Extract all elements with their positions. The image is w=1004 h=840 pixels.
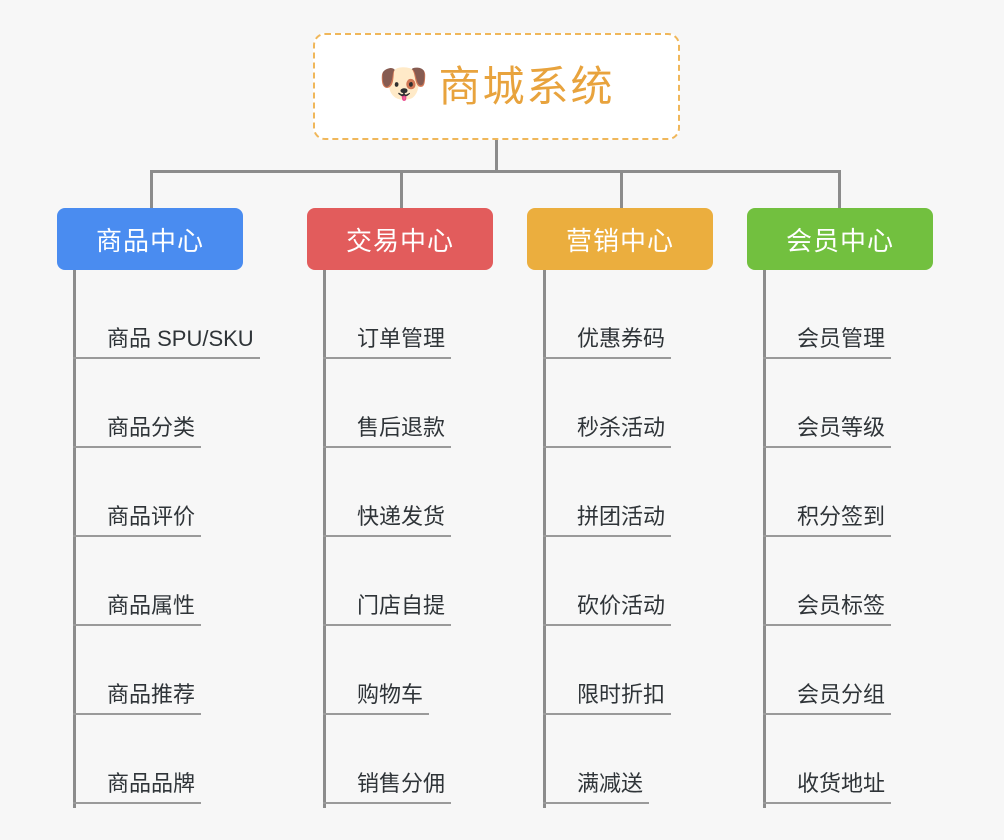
leaf-item[interactable]: 拼团活动 — [543, 448, 672, 537]
leaf-label: 会员管理 — [763, 326, 892, 359]
leaf-item[interactable]: 商品 SPU/SKU — [73, 270, 260, 359]
leaf-label: 会员等级 — [763, 415, 892, 448]
leaf-label: 砍价活动 — [543, 593, 672, 626]
leaf-item[interactable]: 商品推荐 — [73, 626, 260, 715]
leaf-item[interactable]: 售后退款 — [323, 359, 452, 448]
leaf-label: 快递发货 — [323, 504, 452, 537]
category-label: 会员中心 — [785, 225, 894, 256]
category-box-marketing-center[interactable]: 营销中心 — [527, 208, 713, 270]
spine-product-center — [73, 270, 76, 808]
leaf-label: 商品 SPU/SKU — [73, 326, 260, 359]
spine-marketing-center — [543, 270, 546, 808]
leaf-item[interactable]: 优惠券码 — [543, 270, 672, 359]
leaf-item[interactable]: 会员管理 — [763, 270, 892, 359]
leaf-item[interactable]: 商品属性 — [73, 537, 260, 626]
leaf-list-trade-center: 订单管理售后退款快递发货门店自提购物车销售分佣 — [323, 270, 452, 804]
category-box-member-center[interactable]: 会员中心 — [747, 208, 933, 270]
leaf-item[interactable]: 快递发货 — [323, 448, 452, 537]
leaf-label: 商品品牌 — [73, 771, 202, 804]
connector-root-vertical — [495, 140, 498, 172]
spine-trade-center — [323, 270, 326, 808]
leaf-label: 收货地址 — [763, 771, 892, 804]
leaf-label: 会员分组 — [763, 682, 892, 715]
leaf-item[interactable]: 限时折扣 — [543, 626, 672, 715]
leaf-label: 商品评价 — [73, 504, 202, 537]
leaf-list-member-center: 会员管理会员等级积分签到会员标签会员分组收货地址 — [763, 270, 892, 804]
leaf-item[interactable]: 秒杀活动 — [543, 359, 672, 448]
leaf-item[interactable]: 订单管理 — [323, 270, 452, 359]
leaf-label: 商品属性 — [73, 593, 202, 626]
leaf-item[interactable]: 收货地址 — [763, 715, 892, 804]
leaf-item[interactable]: 砍价活动 — [543, 537, 672, 626]
category-box-trade-center[interactable]: 交易中心 — [307, 208, 493, 270]
leaf-item[interactable]: 销售分佣 — [323, 715, 452, 804]
leaf-label: 满减送 — [543, 771, 650, 804]
connector-branch-trade-center — [400, 170, 403, 208]
leaf-label: 购物车 — [323, 682, 430, 715]
leaf-item[interactable]: 门店自提 — [323, 537, 452, 626]
leaf-item[interactable]: 会员分组 — [763, 626, 892, 715]
leaf-label: 会员标签 — [763, 593, 892, 626]
leaf-list-marketing-center: 优惠券码秒杀活动拼团活动砍价活动限时折扣满减送 — [543, 270, 672, 804]
spine-member-center — [763, 270, 766, 808]
category-label: 交易中心 — [345, 225, 454, 256]
category-label: 商品中心 — [95, 225, 204, 256]
leaf-label: 秒杀活动 — [543, 415, 672, 448]
leaf-item[interactable]: 购物车 — [323, 626, 451, 715]
connector-branch-product-center — [150, 170, 153, 208]
leaf-label: 商品分类 — [73, 415, 202, 448]
leaf-item[interactable]: 会员等级 — [763, 359, 892, 448]
leaf-label: 优惠券码 — [543, 326, 672, 359]
leaf-list-product-center: 商品 SPU/SKU 商品分类商品评价商品属性商品推荐商品品牌 — [73, 270, 260, 804]
leaf-item[interactable]: 商品分类 — [73, 359, 260, 448]
leaf-label: 商品推荐 — [73, 682, 202, 715]
leaf-item[interactable]: 商品品牌 — [73, 715, 260, 804]
leaf-label: 订单管理 — [323, 326, 452, 359]
leaf-label: 售后退款 — [323, 415, 452, 448]
root-title: 商城系统 — [438, 62, 615, 110]
connector-horizontal-bus — [150, 170, 840, 173]
category-box-product-center[interactable]: 商品中心 — [57, 208, 243, 270]
leaf-label: 销售分佣 — [323, 771, 452, 804]
leaf-label: 限时折扣 — [543, 682, 672, 715]
leaf-label: 积分签到 — [763, 504, 892, 537]
root-node[interactable]: 🐶 商城系统 — [313, 33, 680, 140]
category-label: 营销中心 — [565, 225, 674, 256]
leaf-item[interactable]: 积分签到 — [763, 448, 892, 537]
leaf-label: 拼团活动 — [543, 504, 672, 537]
leaf-item[interactable]: 会员标签 — [763, 537, 892, 626]
dog-face-icon: 🐶 — [378, 61, 429, 106]
connector-branch-member-center — [838, 170, 841, 208]
leaf-item[interactable]: 满减送 — [543, 715, 671, 804]
connector-branch-marketing-center — [620, 170, 623, 208]
leaf-label: 门店自提 — [323, 593, 452, 626]
leaf-item[interactable]: 商品评价 — [73, 448, 260, 537]
